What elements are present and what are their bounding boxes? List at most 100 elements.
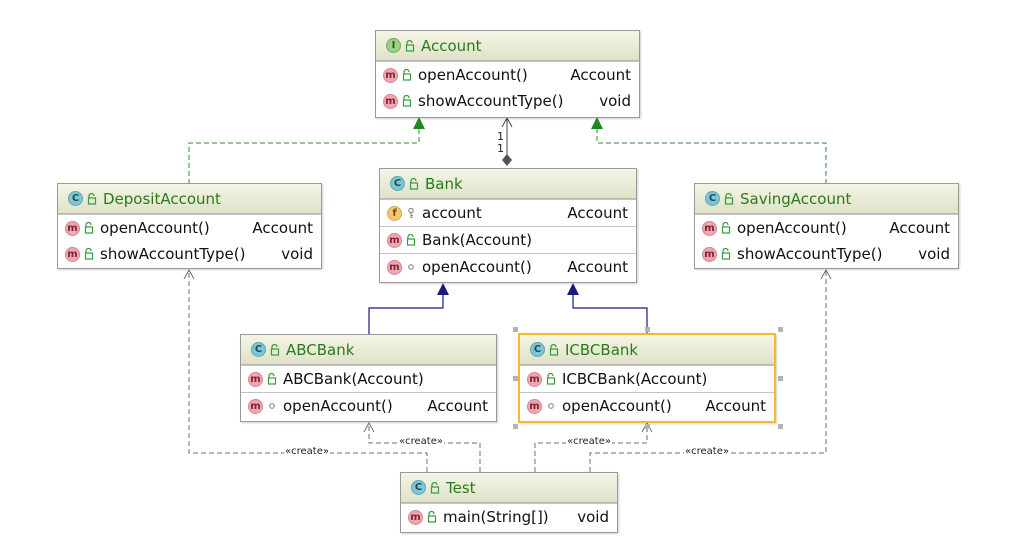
method-row[interactable]: m showAccountType() void: [376, 88, 639, 114]
method-row[interactable]: m showAccountType() void: [58, 241, 321, 267]
class-icon: C: [390, 176, 405, 191]
return-type: Account: [889, 219, 950, 237]
create-label-saving: «create»: [684, 446, 730, 457]
class-name: SavingAccount: [740, 189, 852, 208]
method-row[interactable]: m openAccount() Account: [520, 393, 774, 419]
return-type: Account: [252, 219, 313, 237]
realization-arrowhead-deposit: [413, 117, 425, 129]
method-icon: m: [65, 220, 80, 236]
method-name: openAccount(): [737, 219, 847, 237]
method-row[interactable]: m openAccount() Account: [380, 254, 636, 280]
method-icon: m: [702, 246, 717, 262]
class-abc-bank[interactable]: C ABCBank m ABCBank(Account) m openAccou…: [240, 334, 497, 422]
method-icon: m: [383, 67, 398, 83]
class-test[interactable]: C Test m main(String[]) void: [400, 472, 618, 533]
class-header: C SavingAccount: [695, 184, 958, 214]
constructor-name: ICBCBank(Account): [562, 370, 708, 388]
dependency-test-abc: [368, 423, 481, 472]
dependency-arrow-abc: [363, 421, 375, 433]
method-icon: m: [702, 220, 717, 236]
method-row[interactable]: m openAccount() Account: [376, 62, 639, 88]
class-icon: C: [705, 191, 720, 206]
open-lock-icon: [430, 481, 440, 494]
method-icon: m: [383, 93, 398, 109]
method-name: openAccount(): [283, 397, 393, 415]
method-row[interactable]: m main(String[]) void: [401, 504, 617, 530]
key-icon: [406, 207, 416, 219]
resize-handle-s[interactable]: [645, 424, 650, 429]
realization-arrowhead-saving: [591, 117, 603, 129]
class-name: ABCBank: [286, 340, 355, 359]
method-name: openAccount(): [100, 219, 210, 237]
open-lock-icon: [267, 373, 277, 385]
realization-deposit-account: [188, 129, 420, 184]
dependency-test-icbc: [534, 423, 648, 472]
dependency-arrow-icbc: [641, 421, 653, 433]
constructor-row[interactable]: m ABCBank(Account): [241, 366, 496, 392]
return-type: Account: [567, 258, 628, 276]
open-lock-icon: [84, 222, 94, 234]
open-lock-icon: [405, 39, 415, 52]
constructor-row[interactable]: m ICBCBank(Account): [520, 366, 774, 392]
multiplicity-top: 1: [497, 130, 504, 143]
class-header: C ICBCBank: [520, 335, 774, 365]
circle-dot-icon: [546, 400, 556, 412]
class-name: Bank: [425, 174, 463, 193]
open-lock-icon: [549, 343, 559, 356]
class-account[interactable]: I Account m openAccount() Account m show…: [375, 30, 640, 118]
resize-handle-nw[interactable]: [513, 327, 518, 332]
return-type: void: [577, 508, 609, 526]
class-bank[interactable]: C Bank f account Account m Bank(Account)…: [379, 168, 637, 283]
method-icon: m: [248, 398, 263, 414]
class-saving-account[interactable]: C SavingAccount m openAccount() Account …: [694, 183, 959, 269]
interface-icon: I: [386, 38, 401, 53]
generalization-abc-bank: [368, 294, 444, 334]
method-name: showAccountType(): [418, 92, 564, 110]
method-name: openAccount(): [562, 397, 672, 415]
create-label-abc: «create»: [398, 436, 444, 447]
class-icon: C: [530, 342, 545, 357]
return-type: Account: [427, 397, 488, 415]
resize-handle-e[interactable]: [778, 376, 783, 381]
open-lock-icon: [402, 95, 412, 107]
circle-dot-icon: [267, 400, 277, 412]
method-name: openAccount(): [422, 258, 532, 276]
open-lock-icon: [546, 373, 556, 385]
field-row[interactable]: f account Account: [380, 200, 636, 226]
resize-handle-w[interactable]: [513, 376, 518, 381]
open-lock-icon: [406, 234, 416, 246]
method-row[interactable]: m openAccount() Account: [695, 215, 958, 241]
create-label-icbc: «create»: [566, 436, 612, 447]
return-type: Account: [705, 397, 766, 415]
resize-handle-sw[interactable]: [513, 424, 518, 429]
method-row[interactable]: m showAccountType() void: [695, 241, 958, 267]
class-header: C Bank: [380, 169, 636, 199]
composition-open-arrow: [501, 116, 513, 128]
class-header: C ABCBank: [241, 335, 496, 365]
class-name: DepositAccount: [103, 189, 221, 208]
open-lock-icon: [427, 511, 437, 523]
method-name: openAccount(): [418, 66, 528, 84]
circle-dot-icon: [406, 261, 416, 273]
return-type: void: [281, 245, 313, 263]
method-name: main(String[]): [443, 508, 549, 526]
class-header: C DepositAccount: [58, 184, 321, 214]
dependency-arrow-deposit: [183, 268, 195, 280]
method-icon: m: [527, 371, 542, 387]
method-row[interactable]: m openAccount() Account: [241, 393, 496, 419]
resize-handle-se[interactable]: [778, 424, 783, 429]
constructor-row[interactable]: m Bank(Account): [380, 227, 636, 253]
method-icon: m: [527, 398, 542, 414]
open-lock-icon: [402, 69, 412, 81]
class-icon: C: [68, 191, 83, 206]
class-deposit-account[interactable]: C DepositAccount m openAccount() Account…: [57, 183, 322, 269]
method-row[interactable]: m openAccount() Account: [58, 215, 321, 241]
class-name: Account: [421, 36, 482, 55]
field-name: account: [422, 204, 482, 222]
resize-handle-ne[interactable]: [778, 327, 783, 332]
method-icon: m: [65, 246, 80, 262]
resize-handle-n[interactable]: [645, 327, 650, 332]
static-method-icon: m: [408, 509, 423, 525]
class-icbc-bank[interactable]: C ICBCBank m ICBCBank(Account) m openAcc…: [518, 333, 776, 423]
class-header: I Account: [376, 31, 639, 61]
